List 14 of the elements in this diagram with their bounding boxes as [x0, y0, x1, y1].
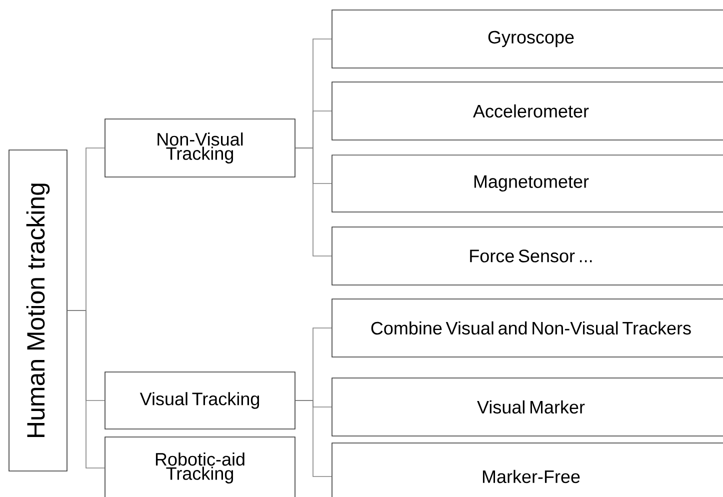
item-box: Force Sensor ... — [332, 226, 723, 286]
item-box: Gyroscope — [332, 10, 723, 68]
item-box: Marker-Free — [332, 442, 723, 497]
root-box: Human Motion tracking — [8, 150, 68, 472]
item-box: Combine Visual and Non-Visual Trackers — [332, 298, 723, 358]
item-box: Visual Marker — [332, 378, 723, 436]
item-box: Magnetometer — [332, 154, 723, 212]
item-box: Accelerometer — [332, 82, 723, 140]
category-box: Visual Tracking — [104, 372, 296, 430]
connector-line — [295, 148, 332, 256]
connector-line — [67, 310, 105, 468]
category-box: Robotic-aid Tracking — [104, 436, 296, 497]
connector-line — [295, 400, 332, 477]
category-box: Non-Visual Tracking — [104, 118, 296, 178]
